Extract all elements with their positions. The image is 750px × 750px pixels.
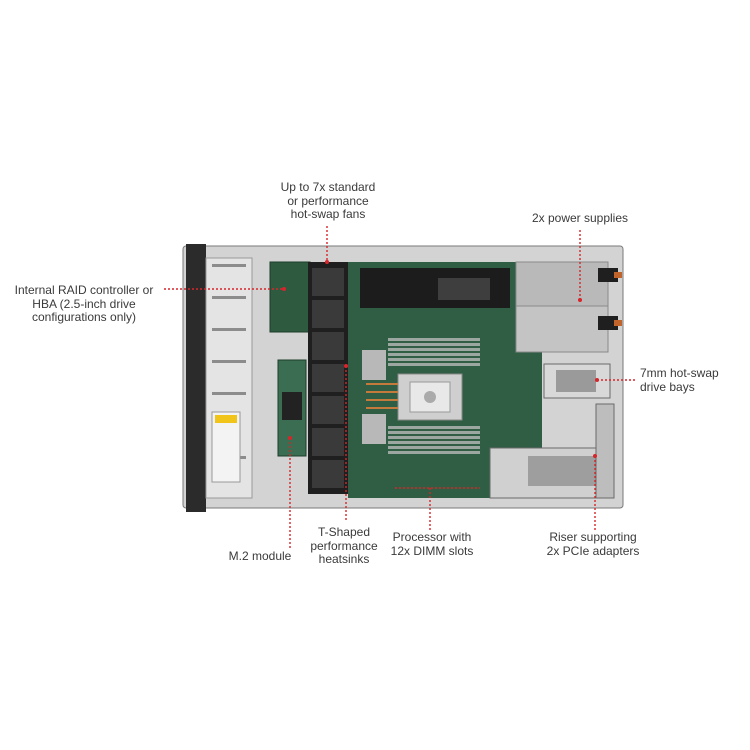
label-sticker: [211, 411, 241, 483]
raid-controller: [269, 261, 311, 333]
callout-drive-bays: 7mm hot-swap drive bays: [640, 366, 719, 394]
fan-row: [308, 262, 348, 494]
callout-heatsinks: T-Shaped performance heatsinks: [310, 525, 378, 566]
power-supply-lower: [515, 305, 609, 353]
power-supply-upper: [515, 261, 609, 307]
front-drive-cage: [186, 244, 206, 512]
callout-fans: Up to 7x standard or performance hot-swa…: [280, 180, 376, 221]
dimm-bank-top: [388, 338, 480, 366]
callout-processor: Processor with 12x DIMM slots: [390, 530, 474, 558]
warning-sticker: [215, 415, 237, 423]
heatsink-pipes: [366, 383, 398, 409]
callout-m2-module: M.2 module: [228, 549, 292, 563]
callout-lines: [164, 226, 636, 548]
callout-riser: Riser supporting 2x PCIe adapters: [546, 530, 640, 558]
callout-dots: [282, 260, 599, 458]
dimm-bank-bottom: [388, 426, 480, 454]
callout-raid-controller: Internal RAID controller or HBA (2.5-inc…: [14, 283, 154, 324]
callout-power-supplies: 2x power supplies: [531, 211, 629, 225]
